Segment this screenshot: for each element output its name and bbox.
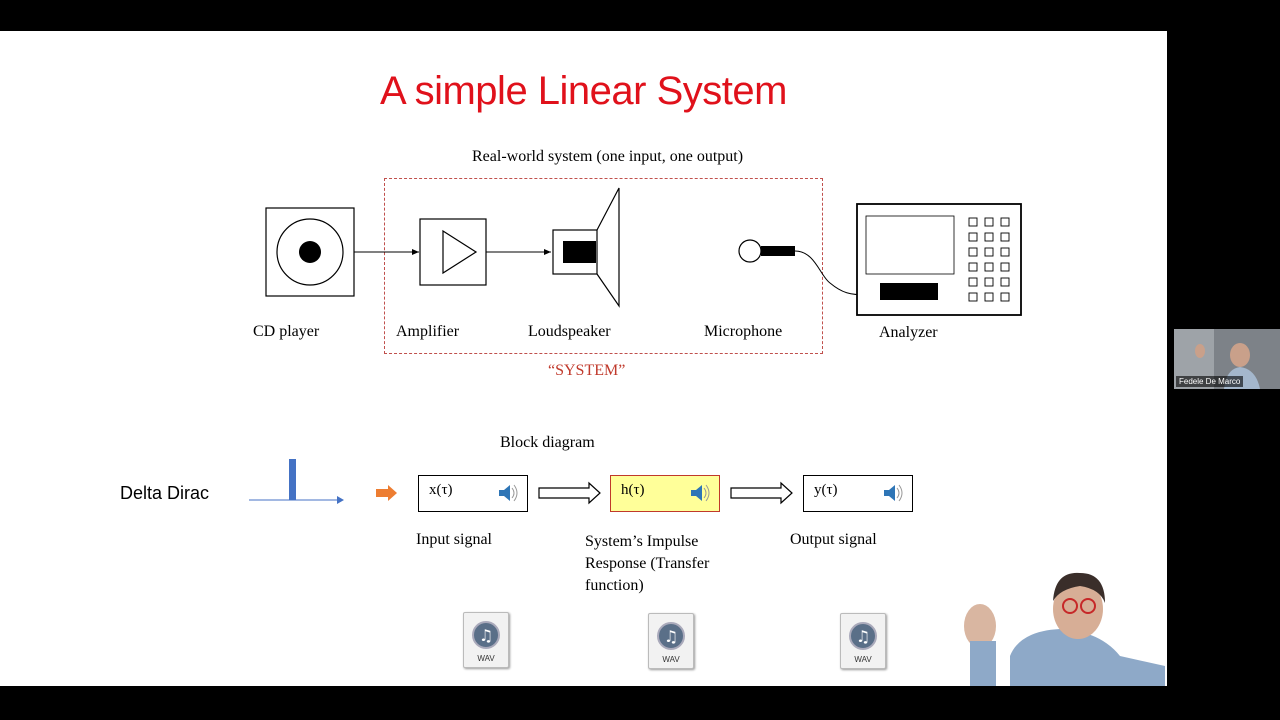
- analyzer-icon: [856, 203, 1022, 316]
- presenter-video-overlay: [964, 572, 1165, 686]
- hollow-arrow-icon: [730, 481, 793, 505]
- amplifier-icon: [419, 218, 487, 286]
- participant-video-tile[interactable]: Fedele De Marco: [1174, 329, 1280, 389]
- block-diagram-caption: Block diagram: [500, 434, 595, 451]
- system-label: “SYSTEM”: [548, 362, 626, 379]
- impulse-response-label: System’s Impulse Response (Transfer func…: [585, 533, 710, 594]
- wav-file-caption: WAV: [662, 655, 680, 664]
- slide-title: A simple Linear System: [380, 69, 787, 113]
- loudspeaker-icon: [552, 187, 620, 308]
- wav-file-icon[interactable]: ♫ WAV: [463, 612, 509, 668]
- input-signal-symbol: x(τ): [429, 482, 453, 498]
- input-signal-label: Input signal: [416, 531, 492, 548]
- loudspeaker-label: Loudspeaker: [528, 323, 611, 340]
- impulse-response-block: h(τ): [610, 475, 720, 512]
- participant-name: Fedele De Marco: [1176, 376, 1244, 387]
- wav-file-caption: WAV: [854, 655, 872, 664]
- speaker-icon[interactable]: [497, 482, 521, 504]
- speaker-icon[interactable]: [882, 482, 906, 504]
- cd-player-label: CD player: [253, 323, 320, 340]
- hollow-arrow-icon: [538, 481, 601, 505]
- wav-file-icon[interactable]: ♫ WAV: [648, 613, 694, 669]
- output-signal-symbol: y(τ): [814, 482, 838, 498]
- output-signal-label: Output signal: [790, 531, 877, 548]
- cd-player-icon: [265, 207, 355, 297]
- presentation-slide: A simple Linear System Real-world system…: [0, 31, 1167, 686]
- wav-file-caption: WAV: [477, 654, 495, 663]
- svg-text:♫: ♫: [664, 627, 678, 646]
- orange-arrow-icon: [376, 485, 397, 501]
- wav-file-icon[interactable]: ♫ WAV: [840, 613, 886, 669]
- realworld-caption: Real-world system (one input, one output…: [472, 148, 744, 165]
- svg-text:♫: ♫: [856, 627, 870, 646]
- impulse-response-symbol: h(τ): [621, 482, 645, 498]
- microphone-icon: [738, 239, 872, 299]
- input-signal-block: x(τ): [418, 475, 528, 512]
- amplifier-label: Amplifier: [396, 323, 460, 340]
- microphone-label: Microphone: [704, 323, 783, 340]
- svg-text:♫: ♫: [479, 626, 493, 645]
- speaker-icon[interactable]: [689, 482, 713, 504]
- realworld-diagram: [249, 187, 1022, 505]
- delta-dirac-label: Delta Dirac: [120, 483, 210, 503]
- delta-dirac-icon: [249, 459, 344, 504]
- output-signal-block: y(τ): [803, 475, 913, 512]
- analyzer-label: Analyzer: [879, 324, 938, 341]
- system-boundary: [384, 178, 823, 354]
